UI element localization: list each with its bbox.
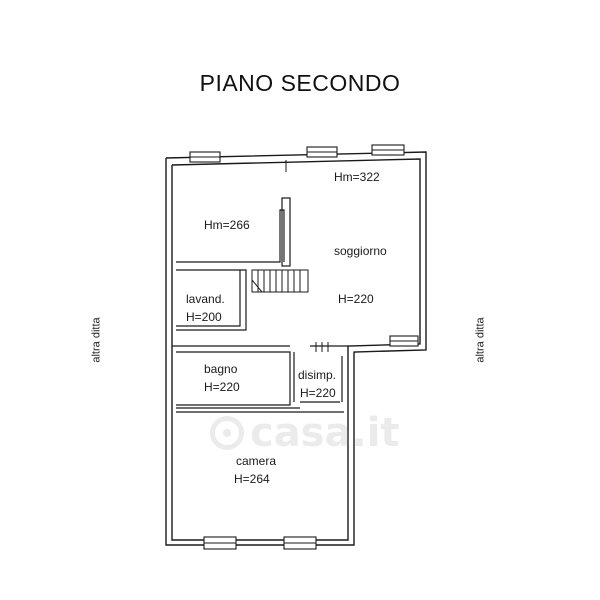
plan-title: PIANO SECONDO <box>199 70 401 96</box>
hallway-height: H=220 <box>300 386 336 400</box>
door-openings <box>285 160 329 352</box>
living-room-name: soggiorno <box>334 244 387 258</box>
casa-watermark: casa.it <box>210 410 400 456</box>
casa-logo-icon <box>210 416 244 450</box>
left-side-label: altra ditta <box>90 317 103 363</box>
right-side-label: altra ditta <box>474 317 487 363</box>
bedroom-name: camera <box>236 454 277 468</box>
outer-walls <box>165 151 427 546</box>
interior-walls <box>172 197 348 413</box>
hallway-name: disimp. <box>298 368 337 382</box>
living-room-height: H=220 <box>338 292 374 306</box>
laundry-name: lavand. <box>186 292 225 306</box>
staircase <box>251 269 309 293</box>
small-room-height-label: Hm=266 <box>204 218 250 232</box>
upper-height-label: Hm=322 <box>334 170 380 184</box>
windows <box>189 144 419 550</box>
laundry-height: H=200 <box>186 310 222 324</box>
watermark-text: casa.it <box>250 410 400 456</box>
bathroom-height: H=220 <box>204 380 240 394</box>
bathroom-name: bagno <box>204 362 238 376</box>
bedroom-height: H=264 <box>234 472 270 486</box>
